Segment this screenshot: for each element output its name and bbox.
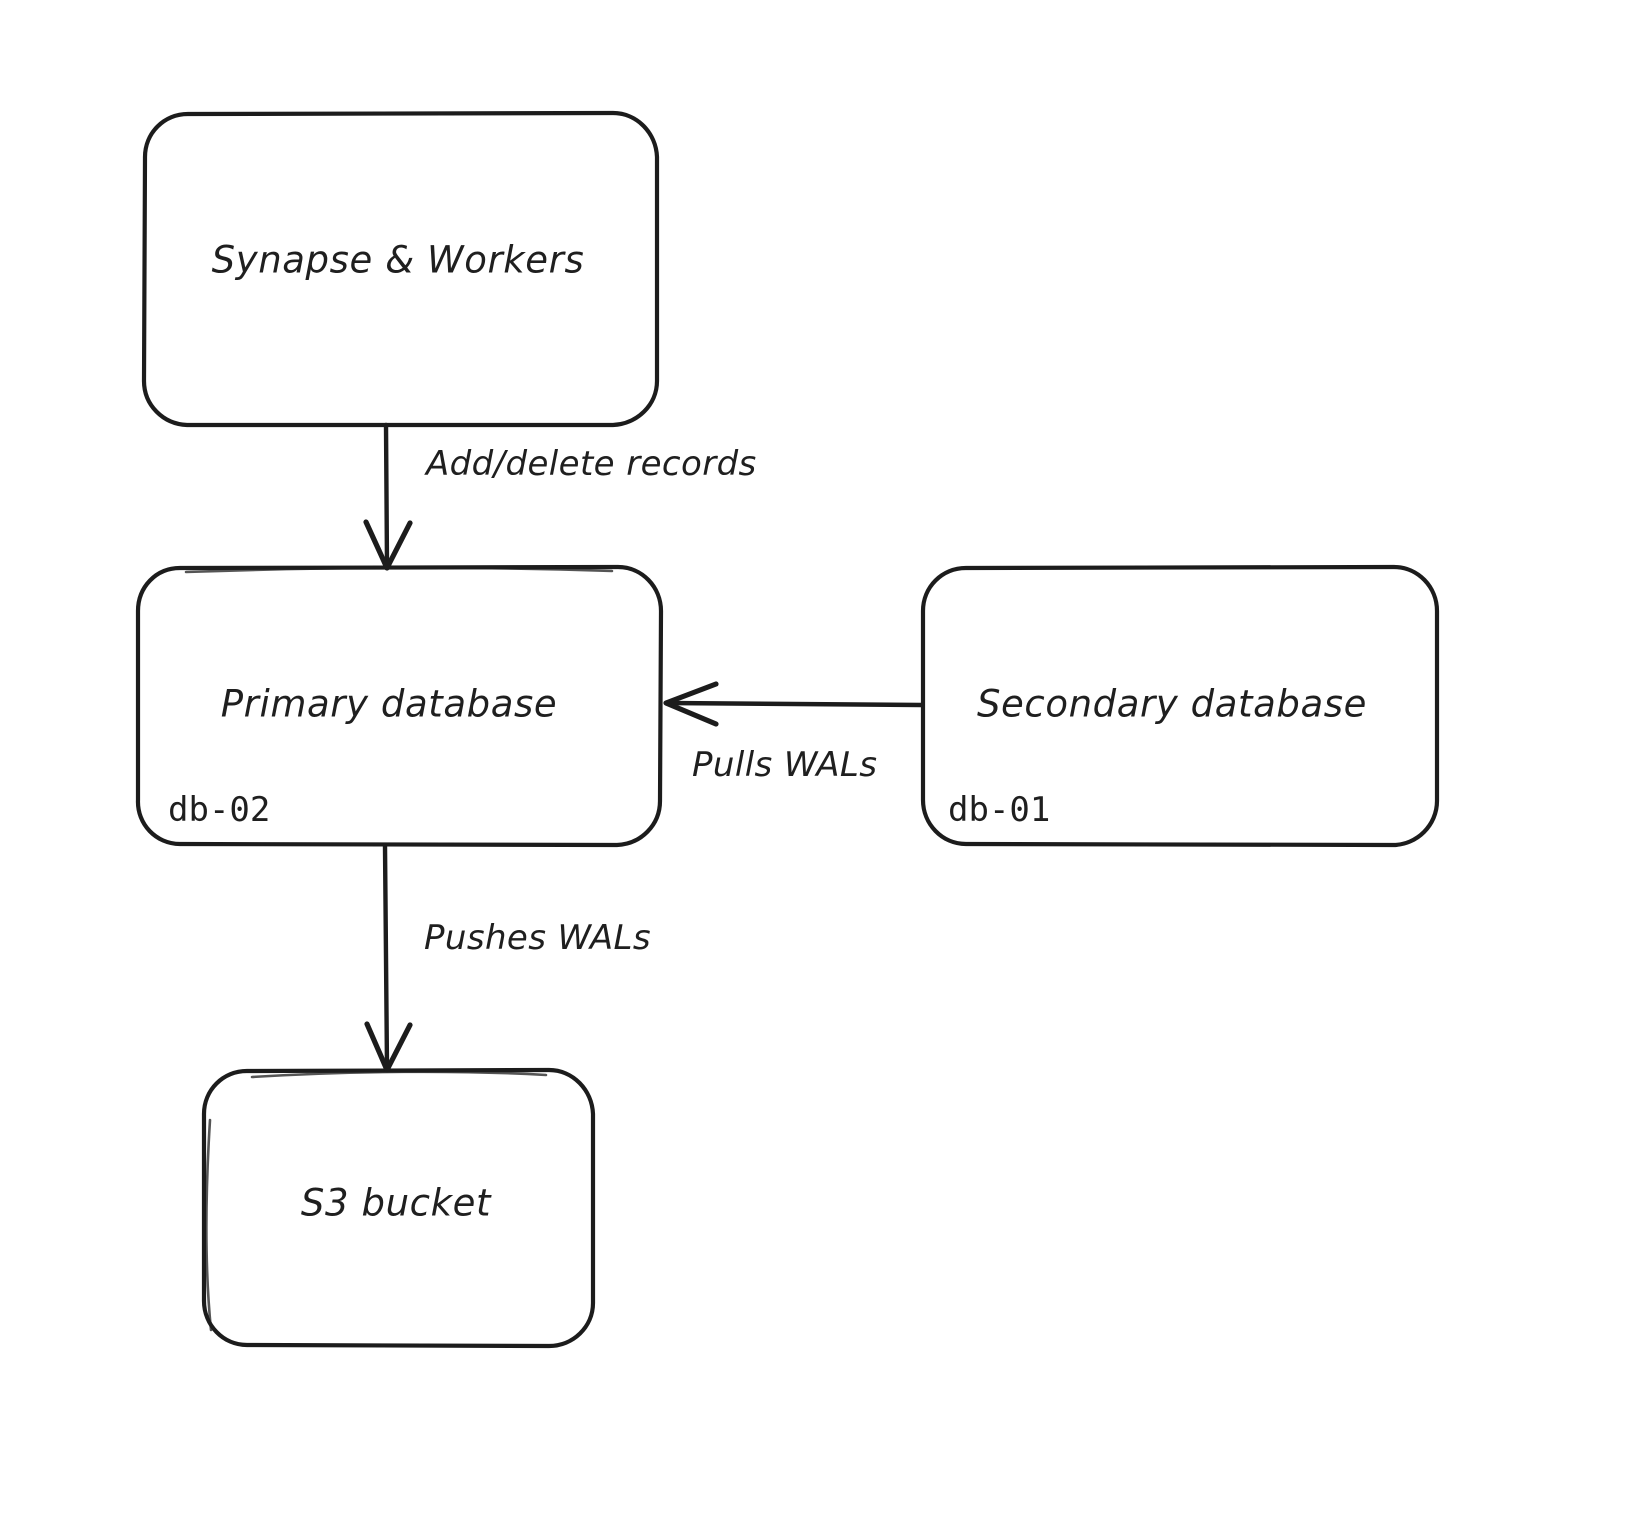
node-synapse-and-workers[interactable] [141, 110, 660, 428]
edge-synapse-to-primary-arrowhead [363, 519, 413, 571]
edge-secondary-to-primary-line [664, 700, 924, 708]
edge-primary-to-s3-line [382, 843, 390, 1071]
node-sublabel-secondary-database: db-01 [948, 790, 1051, 830]
edge-primary-to-s3 [364, 843, 413, 1073]
node-secondary-database-outline [920, 564, 1440, 848]
edge-secondary-to-primary-arrowhead [663, 681, 719, 727]
node-label-s3-bucket: S3 bucket [300, 1181, 492, 1225]
node-primary-database-outline [135, 564, 664, 848]
node-secondary-database[interactable] [920, 564, 1440, 848]
node-label-secondary-database: Secondary database [976, 682, 1368, 726]
node-label-primary-database: Primary database [220, 682, 558, 726]
node-sublabel-primary-database: db-02 [168, 790, 271, 830]
node-primary-database[interactable] [135, 564, 664, 848]
edge-secondary-to-primary [663, 681, 924, 727]
edge-label-add-delete-records: Add/delete records [422, 444, 761, 484]
node-label-synapse-and-workers: Synapse & Workers [211, 238, 585, 282]
edge-label-pushes-wals: Pushes WALs [420, 918, 655, 958]
edge-synapse-to-primary-line [383, 422, 390, 569]
node-s3-bucket-sketch-overlay [205, 1070, 548, 1332]
edge-label-pulls-wals: Pulls WALs [688, 745, 882, 785]
node-s3-bucket[interactable] [201, 1067, 596, 1349]
node-primary-database-sketch-overlay [184, 566, 614, 574]
node-s3-bucket-outline [201, 1067, 596, 1349]
edge-primary-to-s3-arrowhead [364, 1021, 413, 1073]
node-synapse-and-workers-outline [141, 110, 660, 428]
edge-synapse-to-primary [363, 422, 413, 571]
